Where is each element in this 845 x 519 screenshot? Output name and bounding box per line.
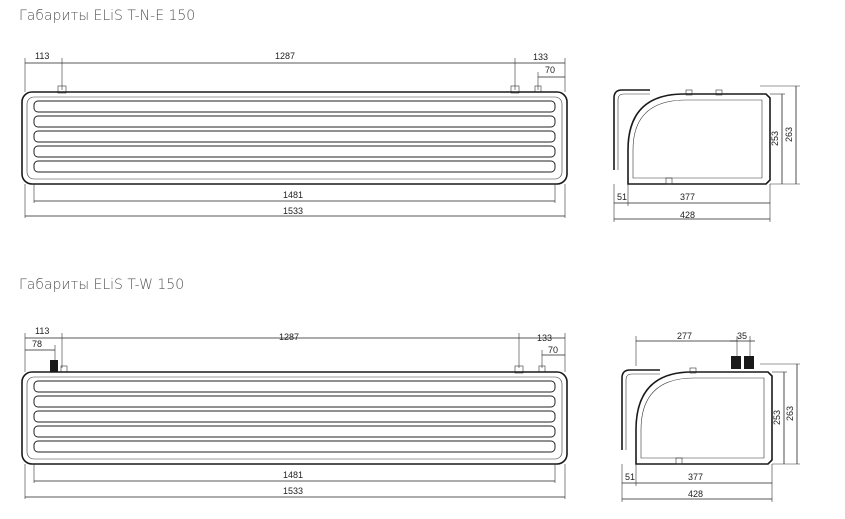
dim-113-tw: 113 xyxy=(35,326,49,336)
dim-1287-tw: 1287 xyxy=(279,332,299,342)
dim-377-tw: 377 xyxy=(688,472,703,482)
side-view-tw: 277 35 253 263 51 377 428 xyxy=(621,331,800,502)
dim-263: 263 xyxy=(784,127,794,142)
dim-377: 377 xyxy=(680,192,695,202)
dim-1481: 1481 xyxy=(283,190,303,200)
dim-428: 428 xyxy=(680,210,695,220)
dim-1533: 1533 xyxy=(283,206,303,216)
dim-35: 35 xyxy=(737,331,747,341)
dim-133-tw: 133 xyxy=(537,333,552,343)
dim-277: 277 xyxy=(677,331,692,341)
section-title-tne: Габариты ELiS T-N-E 150 xyxy=(19,8,196,24)
dim-253: 253 xyxy=(770,131,780,146)
dim-70: 70 xyxy=(545,65,555,75)
dim-1533-tw: 1533 xyxy=(283,486,303,496)
dim-263-tw: 263 xyxy=(785,406,795,421)
dim-78: 78 xyxy=(32,339,42,349)
dim-70-tw: 70 xyxy=(548,345,558,355)
dim-1287: 1287 xyxy=(275,51,295,61)
side-view-tne: 253 263 51 377 428 xyxy=(613,85,800,222)
dim-253-tw: 253 xyxy=(772,410,782,425)
front-view-tne: 113 1287 133 70 1481 1533 xyxy=(21,51,568,218)
section-title-tw: Габариты ELiS T-W 150 xyxy=(19,277,185,293)
dim-113: 113 xyxy=(35,51,49,61)
dim-51-tw: 51 xyxy=(625,472,635,482)
front-view-tw: 113 78 1287 133 70 1481 1533 xyxy=(21,326,568,499)
dim-133: 133 xyxy=(533,52,548,62)
dim-1481-tw: 1481 xyxy=(283,470,303,480)
dim-51: 51 xyxy=(617,192,627,202)
dim-428-tw: 428 xyxy=(688,489,703,499)
